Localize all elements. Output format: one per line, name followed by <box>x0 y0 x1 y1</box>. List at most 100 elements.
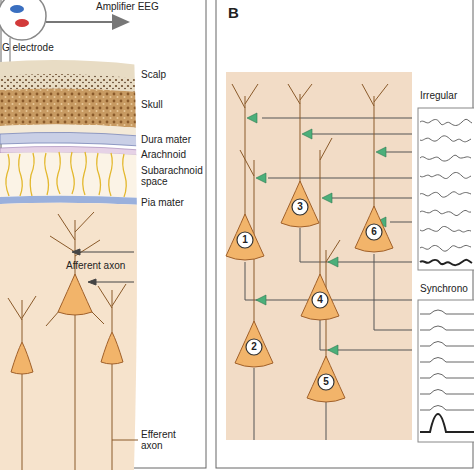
synapse <box>322 193 332 203</box>
head-layers <box>97 153 101 195</box>
neuron-soma <box>281 181 319 227</box>
electrode-label: G electrode <box>2 42 82 53</box>
fiber-lines <box>324 198 412 199</box>
neuron-number: 2 <box>245 338 263 356</box>
cortex-neurons <box>8 212 138 470</box>
afferent-arrows <box>96 282 134 283</box>
amplifier-label: Amplifier EEG <box>96 1 186 12</box>
synapse <box>247 113 257 123</box>
callout-circle <box>318 374 334 390</box>
eeg-trace-irregular <box>420 119 472 125</box>
head-layers <box>6 152 126 197</box>
neuron-soma <box>58 274 92 315</box>
fiber-lines <box>374 330 412 331</box>
eeg-electrode <box>10 5 24 13</box>
synapse <box>302 129 312 139</box>
cortex-neurons <box>98 284 126 332</box>
neuron-soma <box>235 321 273 367</box>
head-layers <box>83 152 87 195</box>
dendrites <box>362 84 388 208</box>
head-layers <box>30 153 34 196</box>
eeg-trace-synchronous <box>420 390 474 395</box>
callout-number: 2 <box>245 338 263 356</box>
synapse <box>376 147 386 157</box>
neuron-soma <box>301 274 339 320</box>
head-layers <box>0 203 140 470</box>
cortex-neurons <box>22 372 23 470</box>
eeg-trace-irregular <box>418 108 474 270</box>
neuron-soma <box>11 274 123 374</box>
layer-label: Arachnoid <box>141 149 203 160</box>
eeg-trace-irregular <box>420 245 471 251</box>
fiber-lines <box>374 254 375 330</box>
cortex-neurons <box>46 310 104 470</box>
cortex-neurons <box>8 296 36 342</box>
eeg-trace-irregular <box>420 210 471 215</box>
head-layers <box>0 88 140 128</box>
callout-number: 4 <box>311 291 329 309</box>
fiber-lines <box>254 368 255 440</box>
synapse <box>328 257 338 267</box>
fiber-lines <box>390 222 412 223</box>
neuron-number: 3 <box>291 198 309 216</box>
cortex-neurons <box>112 440 138 441</box>
callout-number: 5 <box>317 373 335 391</box>
eeg-trace-synchronous <box>420 342 474 347</box>
head-layers <box>0 60 140 92</box>
head-layers <box>123 154 127 197</box>
synapse <box>256 173 266 183</box>
eeg-trace-synchronous <box>420 358 474 363</box>
synapse <box>328 345 338 355</box>
neuron-soma <box>355 206 393 252</box>
head-layers <box>0 60 140 470</box>
eeg-trace-synchronous <box>420 374 474 379</box>
callout-circle <box>312 292 328 308</box>
neuron-number: 5 <box>317 373 335 391</box>
fiber-lines <box>245 262 246 300</box>
layer-label: Pia mater <box>141 197 203 208</box>
cortex-neurons <box>112 362 113 470</box>
eeg-trace-synchronous <box>420 326 474 330</box>
fiber-lines <box>304 134 412 135</box>
head-layers <box>109 153 113 196</box>
eeg-electrode <box>112 14 130 30</box>
head-layers <box>71 152 75 194</box>
callout-circle <box>292 199 308 215</box>
layer-label: Subarachnoid space <box>141 165 203 187</box>
dendrites <box>288 84 312 183</box>
callout-circle <box>237 232 253 248</box>
synapse <box>256 295 266 305</box>
trace-label: Irregular <box>420 90 474 101</box>
head-layers <box>19 154 23 196</box>
layer-label: Skull <box>141 99 203 110</box>
neuron-number: 4 <box>311 291 329 309</box>
layer-label: Dura mater <box>141 134 203 145</box>
head-layers <box>6 154 9 196</box>
fiber-lines <box>300 228 301 262</box>
eeg-trace-irregular <box>420 192 471 197</box>
neuron-soma <box>307 356 345 402</box>
panel-b <box>226 72 412 440</box>
eeg-electrode <box>46 21 112 23</box>
fiber-lines <box>300 262 412 263</box>
neuron-soma <box>226 181 393 402</box>
eeg-trace-irregular <box>420 226 471 232</box>
fiber-lines <box>326 402 327 440</box>
callout-circle <box>366 224 382 240</box>
fiber-lines <box>245 118 412 440</box>
head-layers <box>57 152 60 194</box>
eeg-trace-irregular <box>418 108 474 270</box>
head-layers <box>45 153 49 195</box>
neuron-number: 6 <box>365 223 383 241</box>
head-layers <box>0 132 140 146</box>
eeg-trace-irregular <box>420 260 472 265</box>
eeg-electrode <box>15 19 29 27</box>
eeg-trace-synchronous <box>420 406 474 411</box>
fiber-lines <box>320 320 321 350</box>
neuron-soma <box>226 214 264 260</box>
layer-label: Scalp <box>141 69 203 80</box>
eeg-trace-irregular <box>420 155 471 161</box>
callout-number: 3 <box>291 198 309 216</box>
callout-circle <box>246 339 262 355</box>
